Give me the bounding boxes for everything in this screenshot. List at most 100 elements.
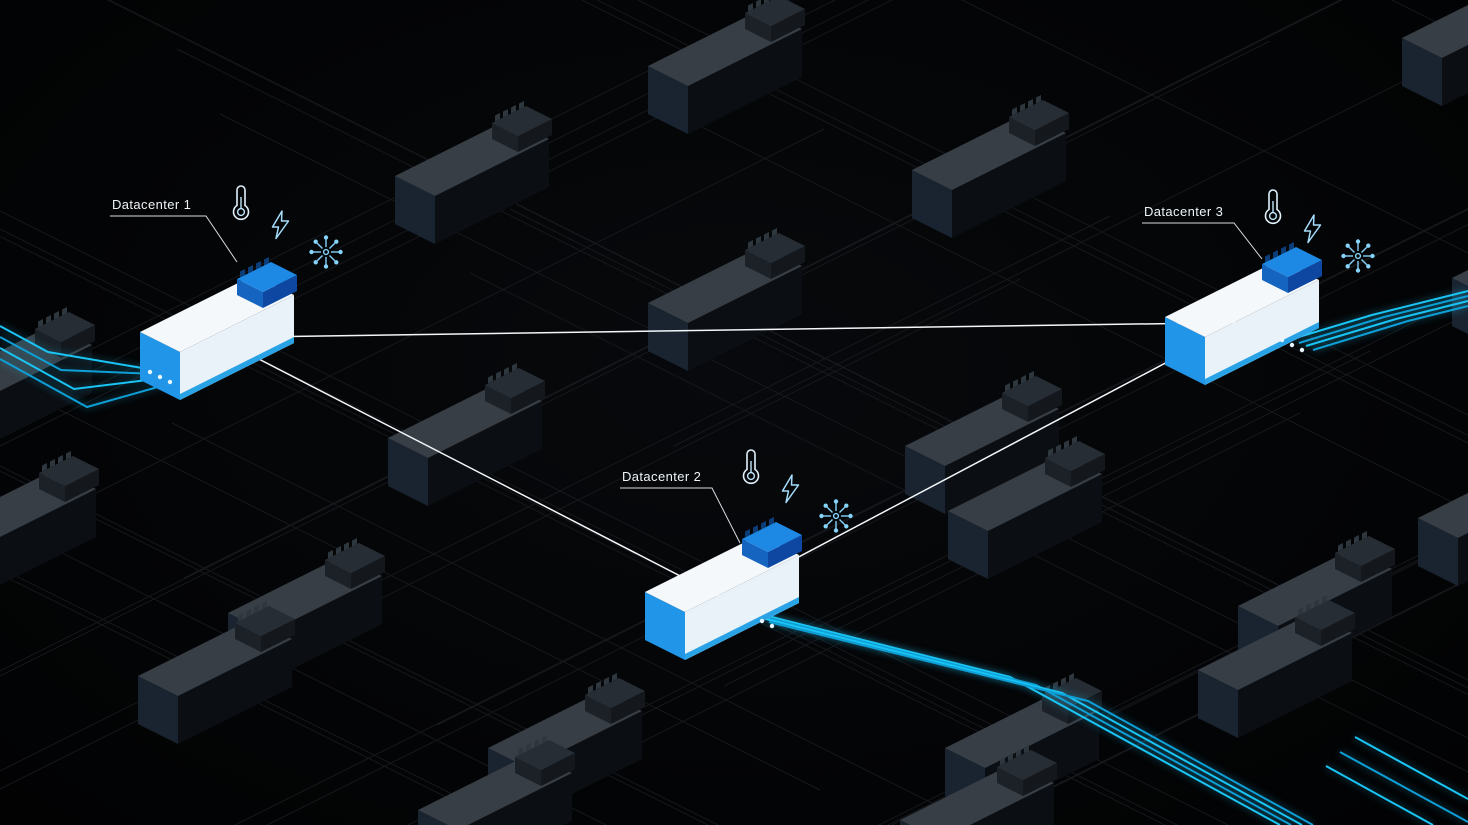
- status-led: [1299, 347, 1305, 353]
- vent-tooth: [1013, 379, 1018, 388]
- background-datacenter: [1452, 270, 1468, 334]
- box-side-face: [1442, 45, 1468, 106]
- vent-top-face: [1045, 441, 1105, 471]
- vent-end-face: [515, 757, 541, 786]
- vent-tooth: [748, 3, 753, 12]
- vent-top-face: [745, 233, 805, 263]
- status-led: [769, 623, 775, 629]
- vent-tooth: [344, 542, 349, 551]
- background-datacenter: [138, 601, 295, 744]
- vent-tooth: [761, 521, 766, 530]
- box-side-face: [0, 345, 92, 439]
- datacenter-1-status-icons: [228, 183, 358, 278]
- link-dc1-dc3: [216, 321, 1243, 339]
- vent-tooth: [50, 459, 55, 468]
- thermometer-icon: [742, 449, 760, 485]
- grid-line: [673, 48, 1468, 447]
- vent-end-face: [745, 250, 771, 279]
- vent-top-face: [39, 456, 99, 486]
- box-side-face: [178, 639, 292, 744]
- vent-side-face: [1361, 549, 1395, 582]
- box-side-face: [952, 133, 1066, 238]
- box-top-face: [1418, 493, 1468, 538]
- vent-side-face: [611, 691, 645, 724]
- vent-side-face: [351, 556, 385, 589]
- label-leader-lines: [110, 215, 1263, 544]
- vent-tooth: [238, 613, 243, 622]
- vent-tooth: [1273, 250, 1278, 259]
- box-end-face: [1418, 518, 1458, 586]
- vent-tooth: [336, 546, 341, 555]
- vent-tooth: [496, 371, 501, 380]
- box-end-face: [1165, 317, 1205, 385]
- vent-top-face: [235, 606, 295, 636]
- vent-tooth: [764, 0, 769, 4]
- box-end-face: [1402, 38, 1442, 106]
- box-end-face: [1198, 670, 1238, 738]
- vent-top-face: [237, 262, 297, 292]
- datacenter-2-status-icons: [738, 447, 868, 542]
- vent-tooth: [1346, 539, 1351, 548]
- box-base-strip: [1205, 322, 1319, 385]
- datacenter-2-label: Datacenter 2: [622, 469, 702, 484]
- vent-tooth: [54, 311, 59, 320]
- vent-side-face: [1028, 389, 1062, 422]
- cable-bundle-dc3-out: [1291, 290, 1468, 351]
- vent-top-face: [1295, 600, 1355, 630]
- grid-line: [689, 120, 1468, 511]
- fiber-cable: [754, 614, 1292, 825]
- vent-tooth: [753, 525, 758, 534]
- vent-tooth: [1265, 254, 1270, 263]
- vent-tooth: [246, 609, 251, 618]
- vent-tooth: [1289, 242, 1294, 251]
- vent-top-face: [1009, 100, 1069, 130]
- background-datacenter: [418, 735, 575, 825]
- datacenter-node-2: [645, 517, 802, 660]
- vent-side-face: [263, 275, 297, 308]
- vent-top-face: [492, 106, 552, 136]
- snowflake-icon: [309, 235, 343, 269]
- vent-tooth: [1056, 444, 1061, 453]
- datacenter-node-1: [140, 257, 297, 400]
- box-end-face: [905, 446, 945, 514]
- vent-tooth: [1354, 535, 1359, 544]
- thermometer-icon: [232, 185, 250, 221]
- status-led: [1289, 342, 1295, 348]
- fiber-cable: [0, 347, 165, 391]
- vent-tooth: [588, 685, 593, 694]
- vent-tooth: [511, 105, 516, 114]
- vent-side-face: [1071, 454, 1105, 487]
- background-datacenter: [388, 363, 545, 506]
- status-led: [1279, 337, 1285, 343]
- vent-top-face: [1335, 536, 1395, 566]
- vent-tooth: [46, 315, 51, 324]
- vent-end-face: [235, 623, 261, 652]
- lightning-bolt-icon: [1303, 214, 1322, 244]
- vent-tooth: [328, 550, 333, 559]
- status-led: [157, 374, 163, 380]
- vent-tooth: [1029, 371, 1034, 380]
- vent-tooth: [519, 101, 524, 110]
- link-dc1-dc2: [216, 336, 723, 599]
- box-end-face: [912, 170, 952, 238]
- fiber-cable: [747, 610, 1281, 825]
- vent-top-face: [585, 678, 645, 708]
- box-side-face: [180, 295, 294, 400]
- fiber-cable: [1354, 736, 1468, 800]
- fiber-cable: [0, 325, 149, 370]
- grid-line: [171, 422, 978, 825]
- vent-tooth: [352, 538, 357, 547]
- vent-end-face: [1042, 695, 1068, 724]
- vent-end-face: [997, 767, 1023, 796]
- vent-end-face: [1335, 553, 1361, 582]
- label-leader-line: [110, 215, 238, 263]
- vent-top-face: [515, 740, 575, 770]
- vent-tooth: [42, 463, 47, 472]
- vent-tooth: [772, 228, 777, 237]
- background-datacenter: [0, 451, 99, 585]
- vent-tooth: [596, 681, 601, 690]
- datacenter-1-label: Datacenter 1: [112, 197, 192, 212]
- vent-end-face: [325, 560, 351, 589]
- vent-tooth: [1000, 757, 1005, 766]
